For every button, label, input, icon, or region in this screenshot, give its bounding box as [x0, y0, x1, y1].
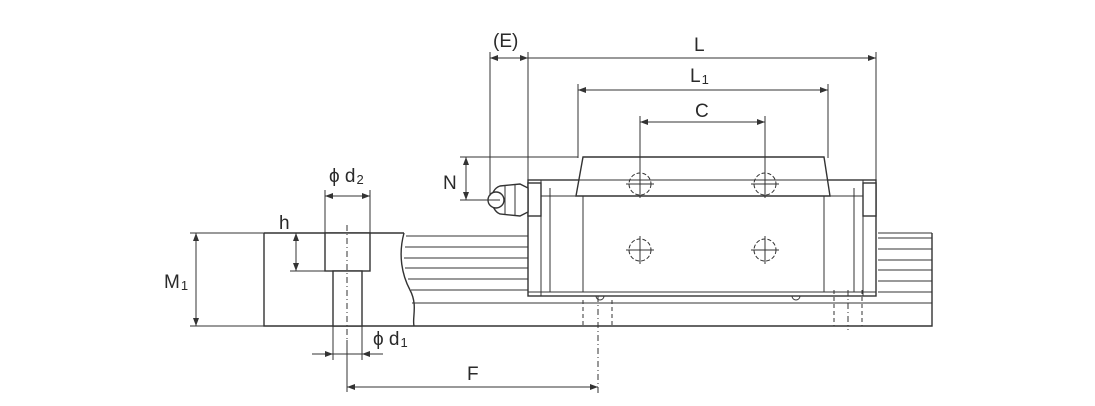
- rail-hidden-holes: [582, 290, 863, 395]
- label-phi-d1-sub: 1: [401, 335, 408, 350]
- label-C: C: [695, 101, 709, 122]
- rail-grooves-right: [878, 232, 932, 293]
- label-N: N: [443, 173, 457, 194]
- dimension-F: [346, 340, 598, 392]
- label-M1-main: M: [164, 272, 180, 293]
- rail-grooves-left: [404, 235, 528, 291]
- label-L: L: [694, 35, 705, 56]
- label-L1-sub: 1: [702, 72, 709, 87]
- label-L1: L1: [690, 66, 709, 87]
- label-phi-d1-main: ϕ d: [373, 329, 400, 350]
- label-E: (E): [493, 31, 518, 52]
- dimension-phi-d2: [324, 190, 371, 233]
- dimension-L: [528, 52, 877, 182]
- block-mounting-holes: [626, 170, 779, 264]
- dimension-h: [290, 233, 325, 272]
- dimension-E: [489, 52, 529, 196]
- label-M1: M1: [164, 272, 188, 293]
- label-L1-main: L: [690, 66, 701, 87]
- label-phi-d2: ϕ d2: [329, 166, 364, 187]
- label-F: F: [467, 364, 479, 385]
- label-phi-d2-main: ϕ d: [329, 166, 356, 187]
- label-M1-sub: 1: [181, 278, 188, 293]
- dimension-N: [460, 156, 578, 201]
- dimension-L1: [577, 84, 829, 158]
- dimension-M1: [190, 232, 264, 327]
- label-phi-d2-sub: 2: [357, 172, 364, 187]
- label-phi-d1: ϕ d1: [373, 329, 408, 350]
- dimension-C: [639, 116, 766, 170]
- rail-bolt-hole-section: [324, 225, 371, 340]
- label-h: h: [279, 213, 290, 234]
- rail: [263, 232, 933, 327]
- carriage-block: [527, 156, 877, 301]
